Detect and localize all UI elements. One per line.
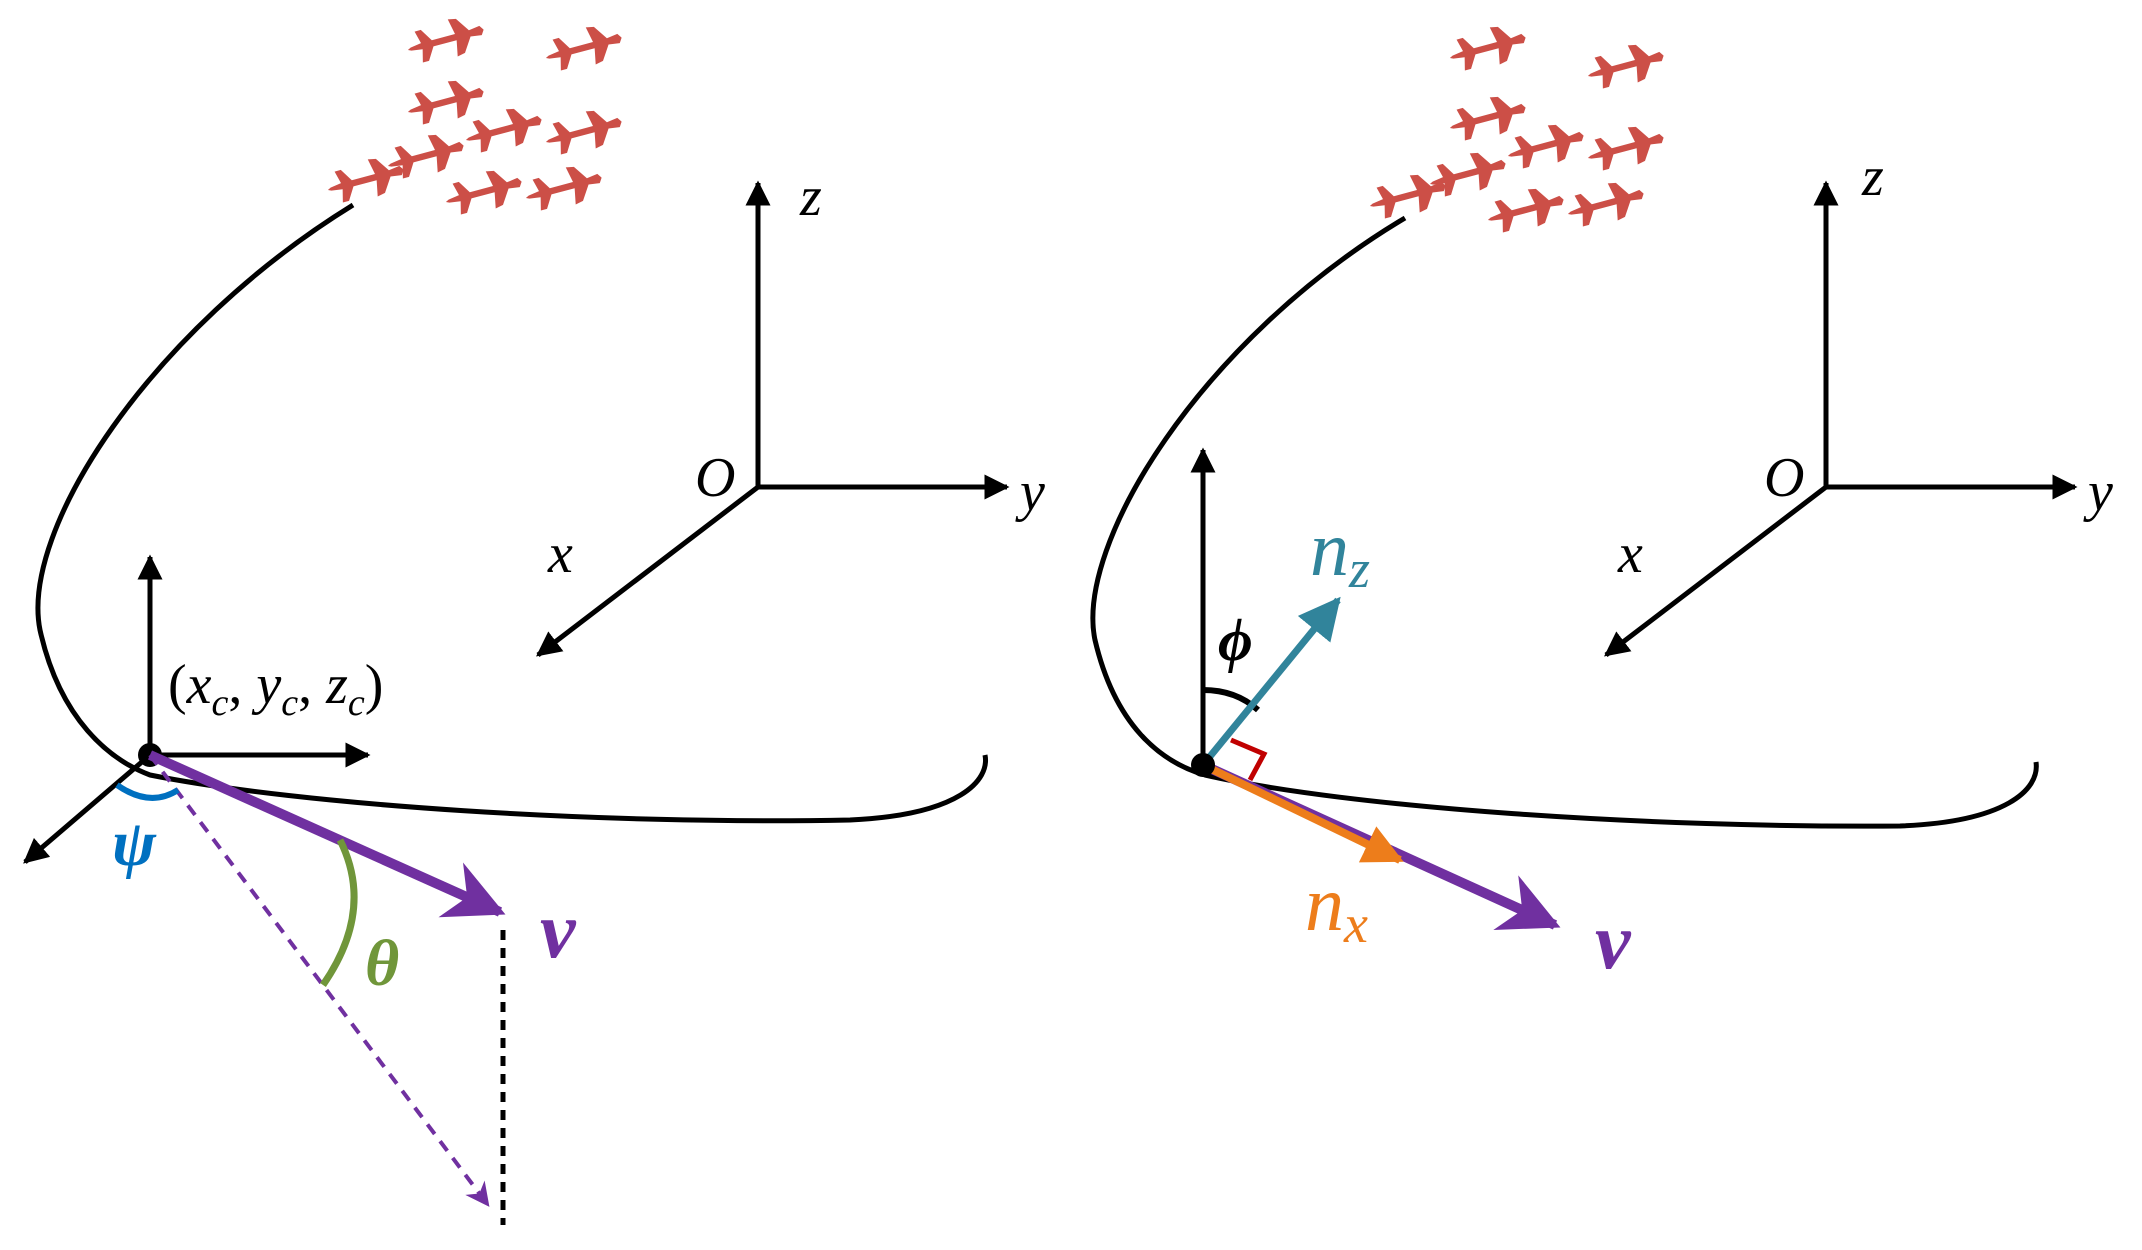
fighter-jet-icon — [440, 163, 527, 221]
velocity-label: v — [1595, 898, 1632, 986]
psi-arc — [115, 782, 180, 801]
right-panel: z y x O ϕ v nx nz — [1090, 19, 2113, 986]
fighter-jet-icon — [1444, 19, 1531, 77]
z-axis-label: z — [799, 166, 822, 228]
nz-arrow — [1200, 596, 1341, 768]
psi-label: ψ — [112, 807, 157, 880]
theta-label: θ — [365, 927, 399, 1000]
x-axis-arrow — [536, 485, 760, 657]
aircraft-position-dot — [1191, 753, 1215, 777]
fighter-jet-icon — [1582, 37, 1669, 95]
y-axis-label: y — [2083, 461, 2113, 523]
body-frame — [23, 554, 371, 864]
fighter-jet-icon — [402, 11, 489, 69]
fighter-jet-icon — [1582, 119, 1669, 177]
origin-label: O — [695, 447, 735, 509]
velocity-label: v — [540, 887, 577, 975]
phi-label: ϕ — [1218, 607, 1253, 673]
local-x-arrow — [23, 753, 152, 864]
y-axis-label: y — [1015, 461, 1045, 523]
fighter-jet-icon — [520, 159, 607, 217]
fighter-jet-icon — [1482, 181, 1569, 239]
z-axis-label: z — [1861, 146, 1884, 208]
nx-arrow — [1201, 761, 1404, 864]
fighter-jet-icon — [1424, 145, 1511, 203]
nz-label: nz — [1310, 505, 1370, 599]
nx-label: nx — [1305, 860, 1368, 954]
fighter-jet-icon — [1364, 167, 1451, 225]
trajectory-curve — [35, 202, 989, 824]
x-axis-arrow — [1604, 485, 1828, 657]
origin-label: O — [1764, 447, 1804, 509]
fighter-jet-icon — [1502, 117, 1589, 175]
left-panel: z y x O (xc, yc, zc) v ψ θ — [23, 11, 1045, 1225]
inertial-frame — [536, 180, 1010, 657]
inertial-frame — [1604, 180, 2078, 657]
fighter-jet-icon — [382, 127, 469, 185]
aircraft-formation — [322, 11, 627, 221]
fighter-jet-icon — [1562, 175, 1649, 233]
trajectory-curve — [1090, 215, 2039, 829]
velocity-arrow — [147, 750, 506, 918]
theta-arc — [320, 838, 358, 987]
position-label: (xc, yc, zc) — [168, 654, 383, 724]
right-angle-marker — [1230, 737, 1268, 782]
fighter-jet-icon — [322, 151, 409, 209]
fighter-jet-icon — [540, 19, 627, 77]
fighter-jet-icon — [540, 103, 627, 161]
aircraft-formation — [1364, 19, 1669, 239]
velocity-projection-dashed — [148, 753, 490, 1207]
x-axis-label: x — [1617, 523, 1643, 585]
fighter-jet-icon — [460, 101, 547, 159]
x-axis-label: x — [547, 523, 573, 585]
